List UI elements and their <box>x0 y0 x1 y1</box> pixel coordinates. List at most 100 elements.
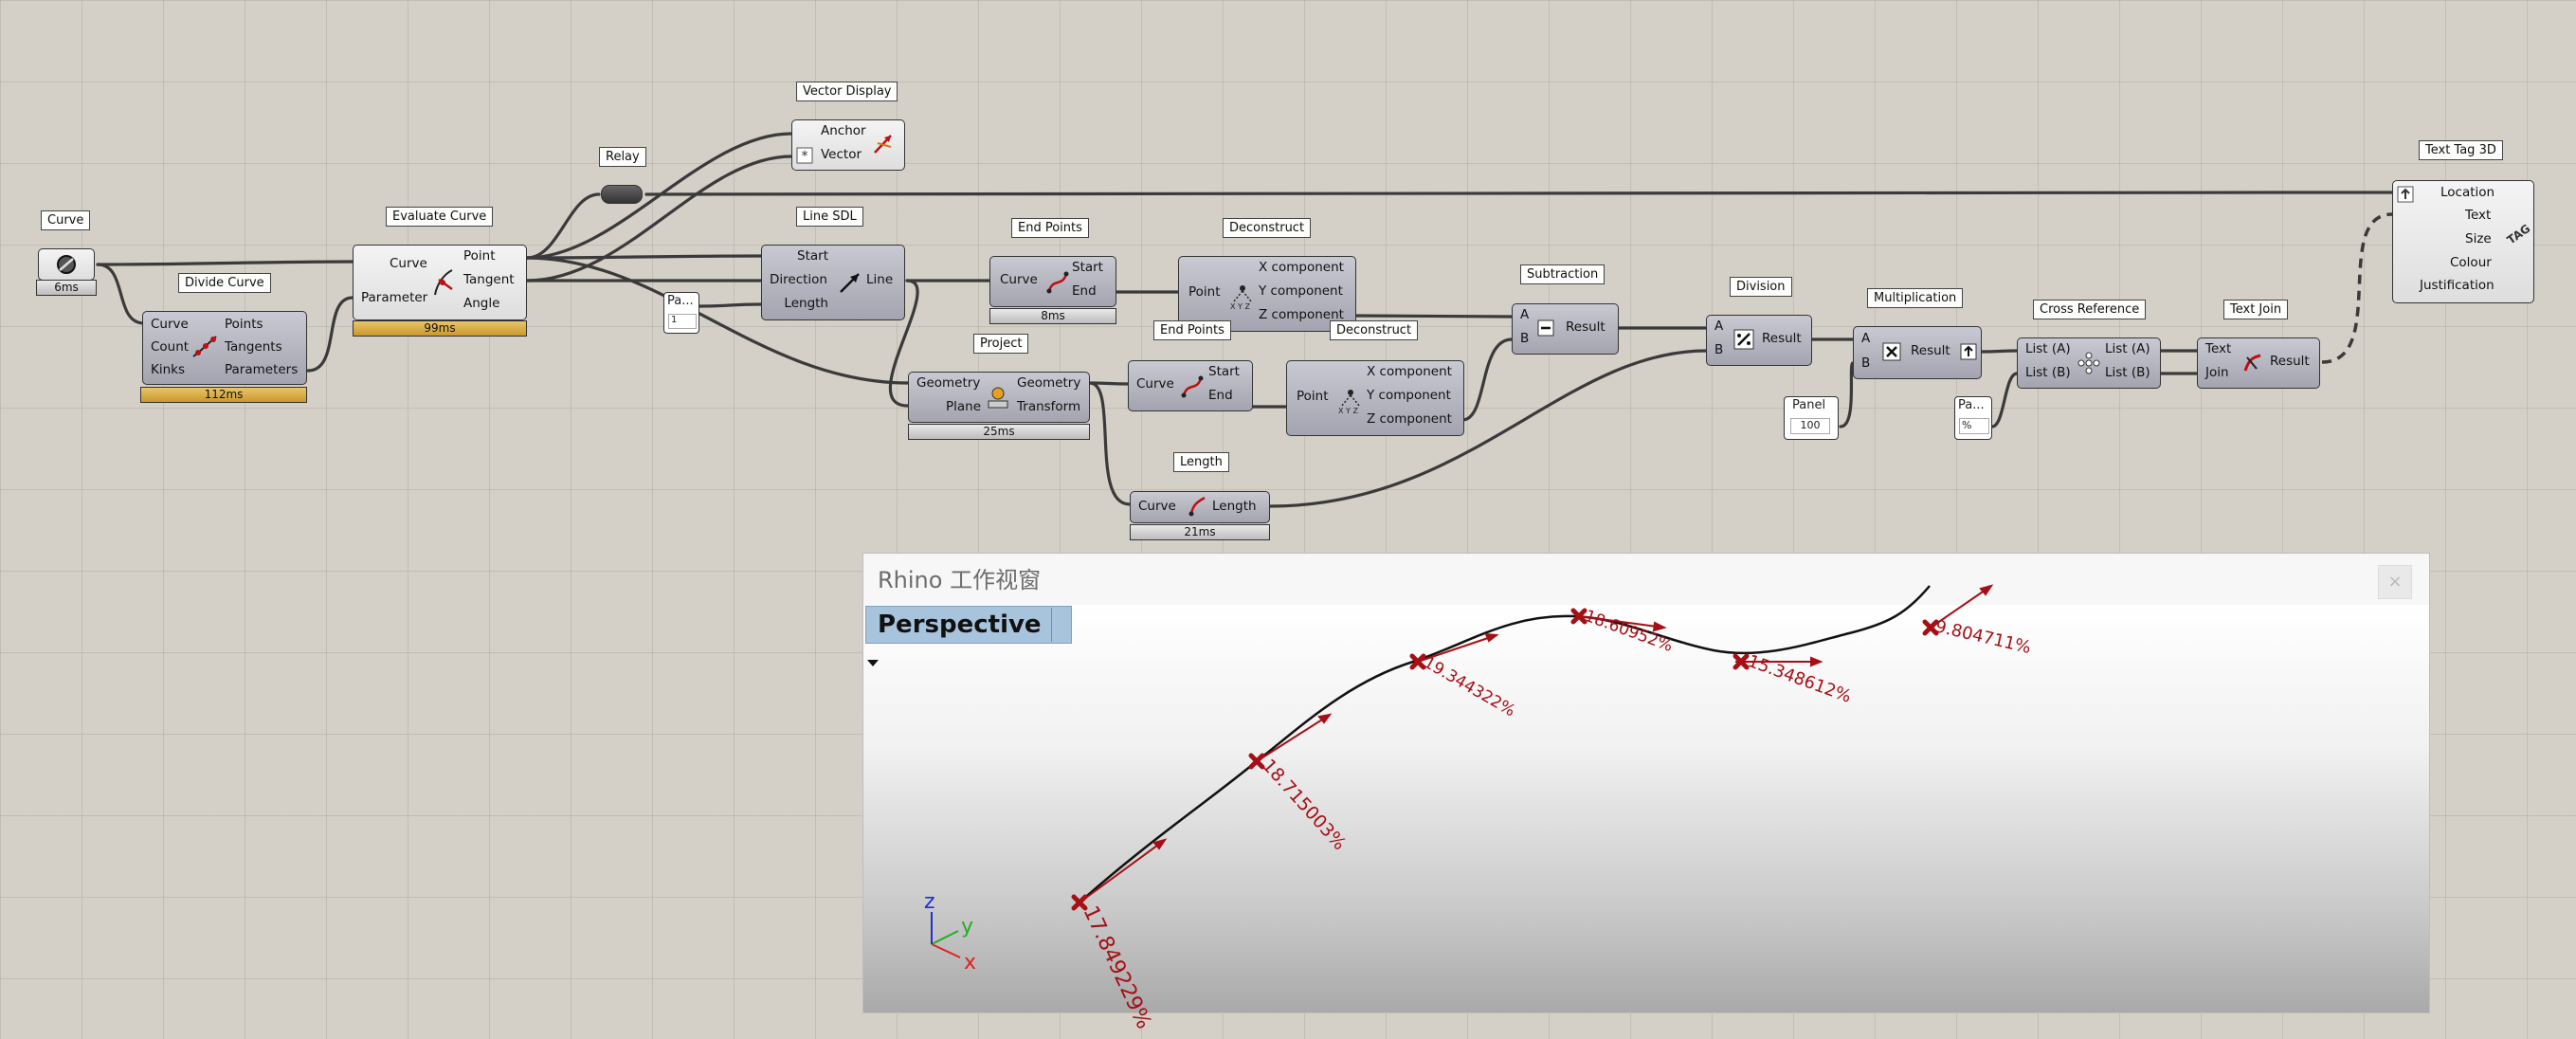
dec2-in-point[interactable]: Point <box>1297 389 1329 404</box>
proj-out-transform[interactable]: Transform <box>1017 399 1081 414</box>
param-pa-1-value[interactable]: 1 <box>668 314 697 329</box>
len-in-curve[interactable]: Curve <box>1138 499 1176 514</box>
divide-in-kinks[interactable]: Kinks <box>151 362 186 377</box>
curve-param-node[interactable] <box>38 248 95 281</box>
ep1-out-end[interactable]: End <box>1072 283 1097 299</box>
proj-in-geometry[interactable]: Geometry <box>916 375 981 391</box>
axis-y-label: y <box>961 915 973 939</box>
evaluate-curve-icon <box>434 269 453 296</box>
dec2-out-z[interactable]: Z component <box>1367 411 1452 427</box>
ep2-out-end[interactable]: End <box>1208 388 1233 403</box>
line-in-length[interactable]: Length <box>784 296 828 311</box>
point-label-1: 17.849229% <box>1079 902 1156 1032</box>
len-out-length[interactable]: Length <box>1212 499 1257 514</box>
project-tag: Project <box>973 334 1029 354</box>
subtraction-node[interactable]: A B Result <box>1512 303 1619 355</box>
line-sdl-node[interactable]: Start Direction Length Line <box>761 245 905 320</box>
dec2-out-y[interactable]: Y component <box>1367 388 1451 403</box>
tag-in-justification[interactable]: Justification <box>2420 278 2494 293</box>
join-out-result[interactable]: Result <box>2270 354 2310 369</box>
line-in-direction[interactable]: Direction <box>770 272 827 287</box>
div-out-result[interactable]: Result <box>1762 331 1802 346</box>
ep1-in-curve[interactable]: Curve <box>1000 272 1038 287</box>
divide-curve-node[interactable]: Curve Count Kinks Points Tangents Parame… <box>142 311 307 385</box>
eval-in-curve[interactable]: Curve <box>390 256 427 271</box>
evaluate-curve-node[interactable]: Curve Parameter Point Tangent Angle <box>353 245 527 320</box>
dec1-out-x[interactable]: X component <box>1259 260 1344 275</box>
text-join-node[interactable]: Text Join Result <box>2197 337 2320 389</box>
deconstruct-1-node[interactable]: Point X Y Z X component Y component Z co… <box>1178 256 1356 332</box>
xref-in-list-b[interactable]: List (B) <box>2025 365 2071 380</box>
tag-in-text[interactable]: Text <box>2465 208 2492 223</box>
cross-reference-node[interactable]: List (A) List (B) List (A) List (B) <box>2017 337 2161 389</box>
vector-in-anchor[interactable]: Anchor <box>821 123 866 138</box>
multiplication-node[interactable]: A B Result <box>1853 326 1982 379</box>
point-marker-6 <box>1922 619 1939 636</box>
div-in-a[interactable]: A <box>1714 319 1724 334</box>
sub-in-b[interactable]: B <box>1520 331 1530 346</box>
xref-out-list-a[interactable]: List (A) <box>2105 341 2150 356</box>
param-pa-2-value[interactable]: % <box>1959 418 1989 434</box>
dec1-in-point[interactable]: Point <box>1188 284 1221 300</box>
rhino-viewport-window[interactable]: Rhino 工作视窗 × 17.849229% 18.715003% 19.34 <box>862 553 2430 1032</box>
proj-out-geometry[interactable]: Geometry <box>1017 375 1081 391</box>
project-node[interactable]: Geometry Plane Geometry Transform <box>908 372 1090 423</box>
dec2-out-x[interactable]: X component <box>1367 364 1452 379</box>
text-tag-3d-node[interactable]: Location Text Size Colour Justification … <box>2392 180 2534 303</box>
ep2-out-start[interactable]: Start <box>1208 364 1240 379</box>
divide-out-tangents[interactable]: Tangents <box>225 339 282 355</box>
eval-out-point[interactable]: Point <box>463 248 496 264</box>
line-sdl-tag: Line SDL <box>796 207 863 227</box>
end-points-1-node[interactable]: Curve Start End <box>989 256 1116 307</box>
line-in-start[interactable]: Start <box>797 248 828 264</box>
dec1-out-z[interactable]: Z component <box>1259 307 1344 322</box>
vector-display-tag: Vector Display <box>796 82 898 101</box>
mul-in-b[interactable]: B <box>1861 355 1871 371</box>
length-node[interactable]: Curve Length <box>1130 491 1270 523</box>
perspective-view[interactable] <box>863 605 2429 1012</box>
join-in-join[interactable]: Join <box>2205 365 2229 380</box>
xref-in-list-a[interactable]: List (A) <box>2025 341 2071 356</box>
divide-in-curve[interactable]: Curve <box>151 317 189 332</box>
tag-in-location[interactable]: Location <box>2440 185 2495 200</box>
point-marker-5 <box>1732 653 1750 670</box>
deconstruct-2-node[interactable]: Point X Y Z X component Y component Z co… <box>1286 360 1464 436</box>
vector-display-node[interactable]: Anchor Vector * <box>791 119 905 171</box>
div-in-b[interactable]: B <box>1714 342 1724 357</box>
evaluate-curve-tag: Evaluate Curve <box>386 207 494 227</box>
tag-in-colour[interactable]: Colour <box>2450 255 2492 270</box>
sub-out-result[interactable]: Result <box>1566 319 1605 335</box>
xref-out-list-b[interactable]: List (B) <box>2105 365 2150 380</box>
close-button[interactable]: × <box>2378 565 2412 599</box>
eval-out-angle[interactable]: Angle <box>463 296 500 311</box>
text-tag-3d-tag: Text Tag 3D <box>2419 140 2503 160</box>
divide-in-count[interactable]: Count <box>151 339 190 355</box>
eval-out-tangent[interactable]: Tangent <box>463 272 515 287</box>
eval-in-parameter[interactable]: Parameter <box>361 290 428 305</box>
panel-param[interactable]: Panel 100 <box>1784 396 1839 440</box>
division-node[interactable]: A B Result <box>1706 315 1812 366</box>
ep2-in-curve[interactable]: Curve <box>1136 376 1174 392</box>
divide-out-parameters[interactable]: Parameters <box>225 362 299 377</box>
tangent-arrow-3 <box>1417 634 1497 663</box>
curve-param-icon <box>57 255 76 274</box>
viewport-tab[interactable]: Perspective <box>865 606 1072 666</box>
mul-in-a[interactable]: A <box>1861 331 1871 346</box>
param-pa-1[interactable]: Pa... 1 <box>663 292 699 334</box>
tag-in-size[interactable]: Size <box>2465 231 2492 246</box>
line-out-line[interactable]: Line <box>866 272 894 287</box>
panel-value[interactable]: 100 <box>1790 418 1830 434</box>
vector-in-vector[interactable]: Vector <box>821 147 862 162</box>
end-points-2-node[interactable]: Curve Start End <box>1128 360 1253 411</box>
divide-out-points[interactable]: Points <box>225 317 263 332</box>
relay-node[interactable] <box>601 185 643 204</box>
ep1-out-start[interactable]: Start <box>1072 260 1103 275</box>
point-label-6: 9.804711% <box>1933 616 2033 658</box>
dec1-out-y[interactable]: Y component <box>1259 283 1343 299</box>
mul-out-result[interactable]: Result <box>1911 343 1950 358</box>
join-in-text[interactable]: Text <box>2205 341 2232 356</box>
param-pa-2[interactable]: Pa... % <box>1954 396 1992 440</box>
proj-in-plane[interactable]: Plane <box>945 399 981 414</box>
viewport-dropdown-button[interactable] <box>867 608 1071 666</box>
sub-in-a[interactable]: A <box>1520 307 1530 322</box>
